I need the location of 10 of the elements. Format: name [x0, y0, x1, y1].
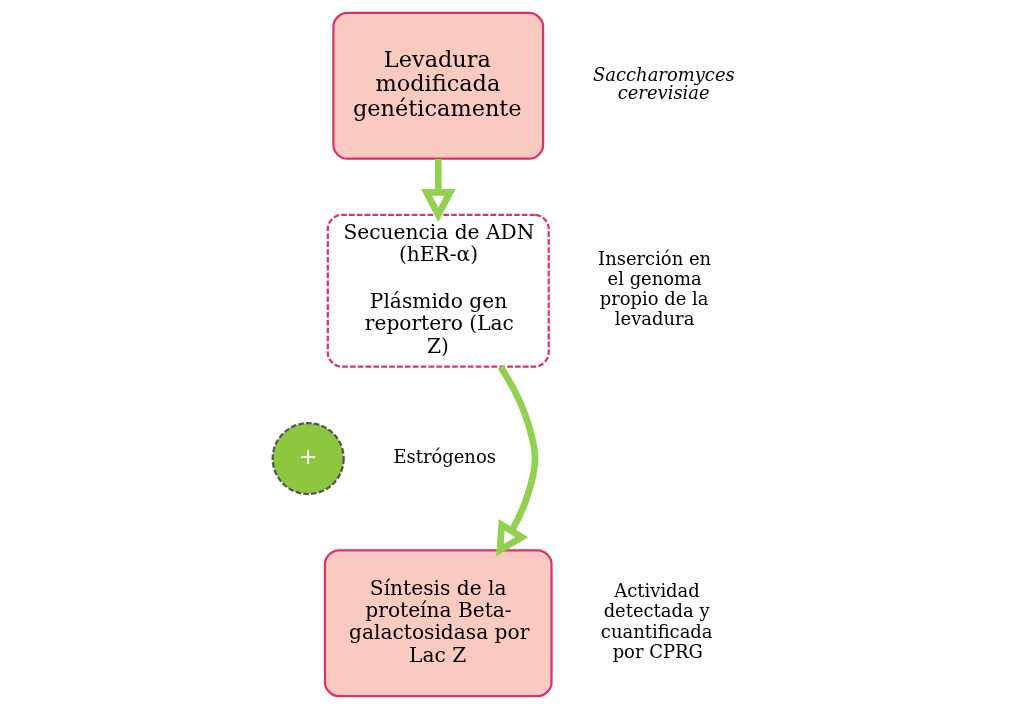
node-label: Saccharomyces cerevisiae — [592, 64, 735, 104]
node-box: Levadura modificada genéticamente — [331, 11, 544, 160]
arrow — [495, 365, 538, 557]
node-label: Actividad detectada y cuantificada por CPRG — [600, 580, 713, 662]
node-box: Síntesis de la proteína Beta-galactosidasa por Lac Z — [323, 549, 553, 698]
node-box: Secuencia de ADN (hER-α) Plásmido gen reportero (Lac Z) — [326, 213, 550, 368]
node-circle: + — [271, 421, 345, 496]
node-label: Estrógenos — [392, 445, 496, 467]
node-label: Inserción en el genoma propio de la levadura — [597, 247, 711, 330]
arrow — [420, 158, 456, 222]
